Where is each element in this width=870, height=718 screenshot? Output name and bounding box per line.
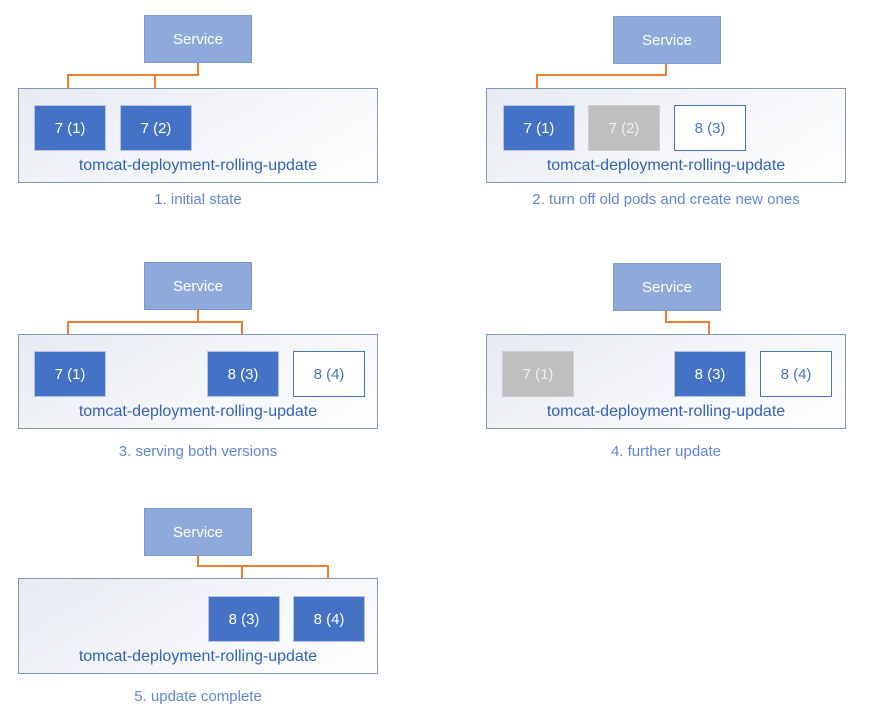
service-box: Service — [144, 262, 252, 310]
deployment-box: 7 (1) 7 (2) 8 (3) tomcat-deployment-roll… — [486, 88, 846, 183]
pod-8-4: 8 (4) — [760, 351, 832, 397]
pod-8-3: 8 (3) — [208, 596, 280, 642]
step-caption: 3. serving both versions — [118, 443, 278, 460]
service-box: Service — [144, 508, 252, 556]
service-box: Service — [613, 263, 721, 311]
step-caption: 2. turn off old pods and create new ones — [532, 191, 800, 208]
pod-8-3: 8 (3) — [207, 351, 279, 397]
service-box: Service — [613, 16, 721, 64]
panel-2-turn-off-old-pods: Service 7 (1) 7 (2) 8 (3) tomcat-deploym… — [435, 0, 870, 240]
service-label: Service — [641, 31, 693, 49]
deployment-box: 7 (1) 7 (2) tomcat-deployment-rolling-up… — [18, 88, 378, 183]
deployment-name-label: tomcat-deployment-rolling-update — [78, 157, 318, 174]
service-label: Service — [172, 523, 224, 541]
pod-7-1: 7 (1) — [34, 105, 106, 151]
pod-8-4: 8 (4) — [293, 351, 365, 397]
deployment-name-label: tomcat-deployment-rolling-update — [546, 403, 786, 420]
pod-8-3: 8 (3) — [674, 351, 746, 397]
pod-7-1: 7 (1) — [502, 351, 574, 397]
pod-8-4: 8 (4) — [293, 596, 365, 642]
deployment-name-label: tomcat-deployment-rolling-update — [546, 157, 786, 174]
panel-4-further-update: Service 7 (1) 8 (3) 8 (4) tomcat-deploym… — [435, 240, 870, 480]
panel-1-initial-state: Service 7 (1) 7 (2) tomcat-deployment-ro… — [0, 0, 435, 240]
service-label: Service — [172, 30, 224, 48]
pod-7-1: 7 (1) — [503, 105, 575, 151]
pod-7-2: 7 (2) — [120, 105, 192, 151]
pod-7-1: 7 (1) — [34, 351, 106, 397]
deployment-name-label: tomcat-deployment-rolling-update — [78, 403, 318, 420]
panel-3-serving-both-versions: Service 7 (1) 8 (3) 8 (4) tomcat-deploym… — [0, 240, 435, 480]
deployment-box: 8 (3) 8 (4) tomcat-deployment-rolling-up… — [18, 578, 378, 674]
service-box: Service — [144, 15, 252, 63]
step-caption: 4. further update — [610, 443, 722, 460]
deployment-name-label: tomcat-deployment-rolling-update — [78, 648, 318, 665]
panel-5-update-complete: Service 8 (3) 8 (4) tomcat-deployment-ro… — [0, 480, 435, 718]
deployment-box: 7 (1) 8 (3) 8 (4) tomcat-deployment-roll… — [18, 334, 378, 429]
deployment-box: 7 (1) 8 (3) 8 (4) tomcat-deployment-roll… — [486, 334, 846, 429]
step-caption: 1. initial state — [154, 191, 242, 208]
service-label: Service — [172, 277, 224, 295]
pod-7-2: 7 (2) — [588, 105, 660, 151]
service-label: Service — [641, 278, 693, 296]
pod-8-3: 8 (3) — [674, 105, 746, 151]
step-caption: 5. update complete — [134, 688, 262, 705]
